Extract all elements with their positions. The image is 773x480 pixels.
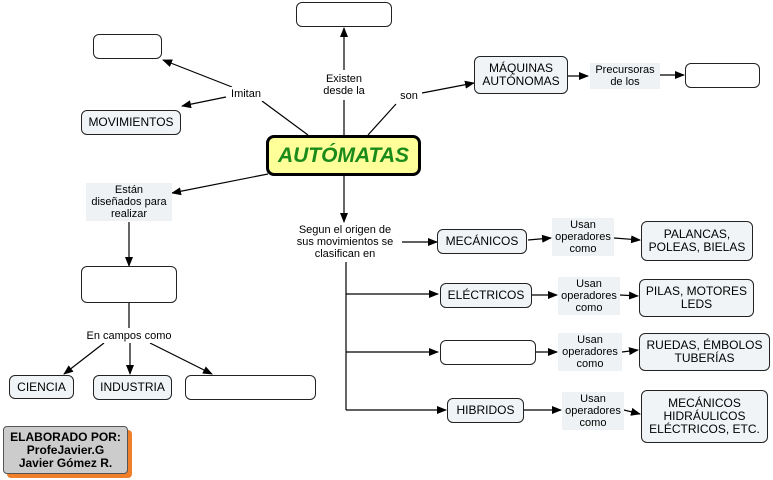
credit-line-2: ProfeJavier.G	[26, 442, 105, 457]
credit-box: ELABORADO POR: ProfeJavier.G Javier Góme…	[3, 426, 128, 474]
node-industria[interactable]: INDUSTRIA	[93, 375, 172, 400]
link-usan-1: Usan operadores como	[552, 218, 614, 256]
link-segun: Segun el origen de sus movimientos se cl…	[288, 223, 402, 261]
link-imitan: Imitan	[227, 87, 265, 101]
node-ciencia[interactable]: CIENCIA	[9, 375, 74, 399]
node-pilas-motores-leds[interactable]: PILAS, MOTORES LEDS	[639, 279, 754, 317]
node-mecanicos-hidraulicos-electricos[interactable]: MECÁNICOS HIDRÁULICOS ELÉCTRICOS, ETC.	[641, 390, 768, 443]
node-hibridos[interactable]: HIBRIDOS	[447, 398, 524, 423]
link-existen: Existen desde la	[314, 71, 374, 99]
node-ruedas-embolos-tuberias[interactable]: RUEDAS, ÉMBOLOS TUBERÍAS	[639, 333, 770, 371]
link-usan-3: Usan operadores como	[558, 333, 622, 371]
blank-box-top[interactable]	[296, 2, 392, 27]
node-palancas-poleas-bielas[interactable]: PALANCAS, POLEAS, BIELAS	[641, 221, 753, 261]
link-disenados: Están diseñados para realizar	[86, 183, 172, 221]
link-son: son	[396, 89, 422, 103]
blank-box-imitan[interactable]	[93, 34, 162, 59]
node-movimientos[interactable]: MOVIMIENTOS	[81, 110, 181, 135]
credit-line-3: Javier Gómez R.	[18, 455, 113, 470]
link-usan-4: Usan operadores como	[562, 392, 624, 430]
node-maquinas-autonomas[interactable]: MÁQUINAS AUTÓNOMAS	[474, 56, 568, 94]
link-usan-2: Usan operadores como	[558, 277, 620, 315]
link-campos: En campos como	[79, 328, 179, 343]
link-precursoras: Precursoras de los	[590, 63, 660, 89]
credit-line-1: ELABORADO POR:	[10, 429, 121, 444]
node-mecanicos[interactable]: MECÁNICOS	[437, 229, 527, 254]
blank-box-precursoras[interactable]	[685, 63, 760, 88]
blank-box-category[interactable]	[440, 340, 536, 365]
node-electricos[interactable]: ELÉCTRICOS	[440, 283, 532, 308]
blank-box-campos[interactable]	[185, 375, 316, 400]
main-concept-automatas[interactable]: AUTÓMATAS	[266, 135, 421, 176]
blank-box-realizar[interactable]	[81, 266, 177, 303]
